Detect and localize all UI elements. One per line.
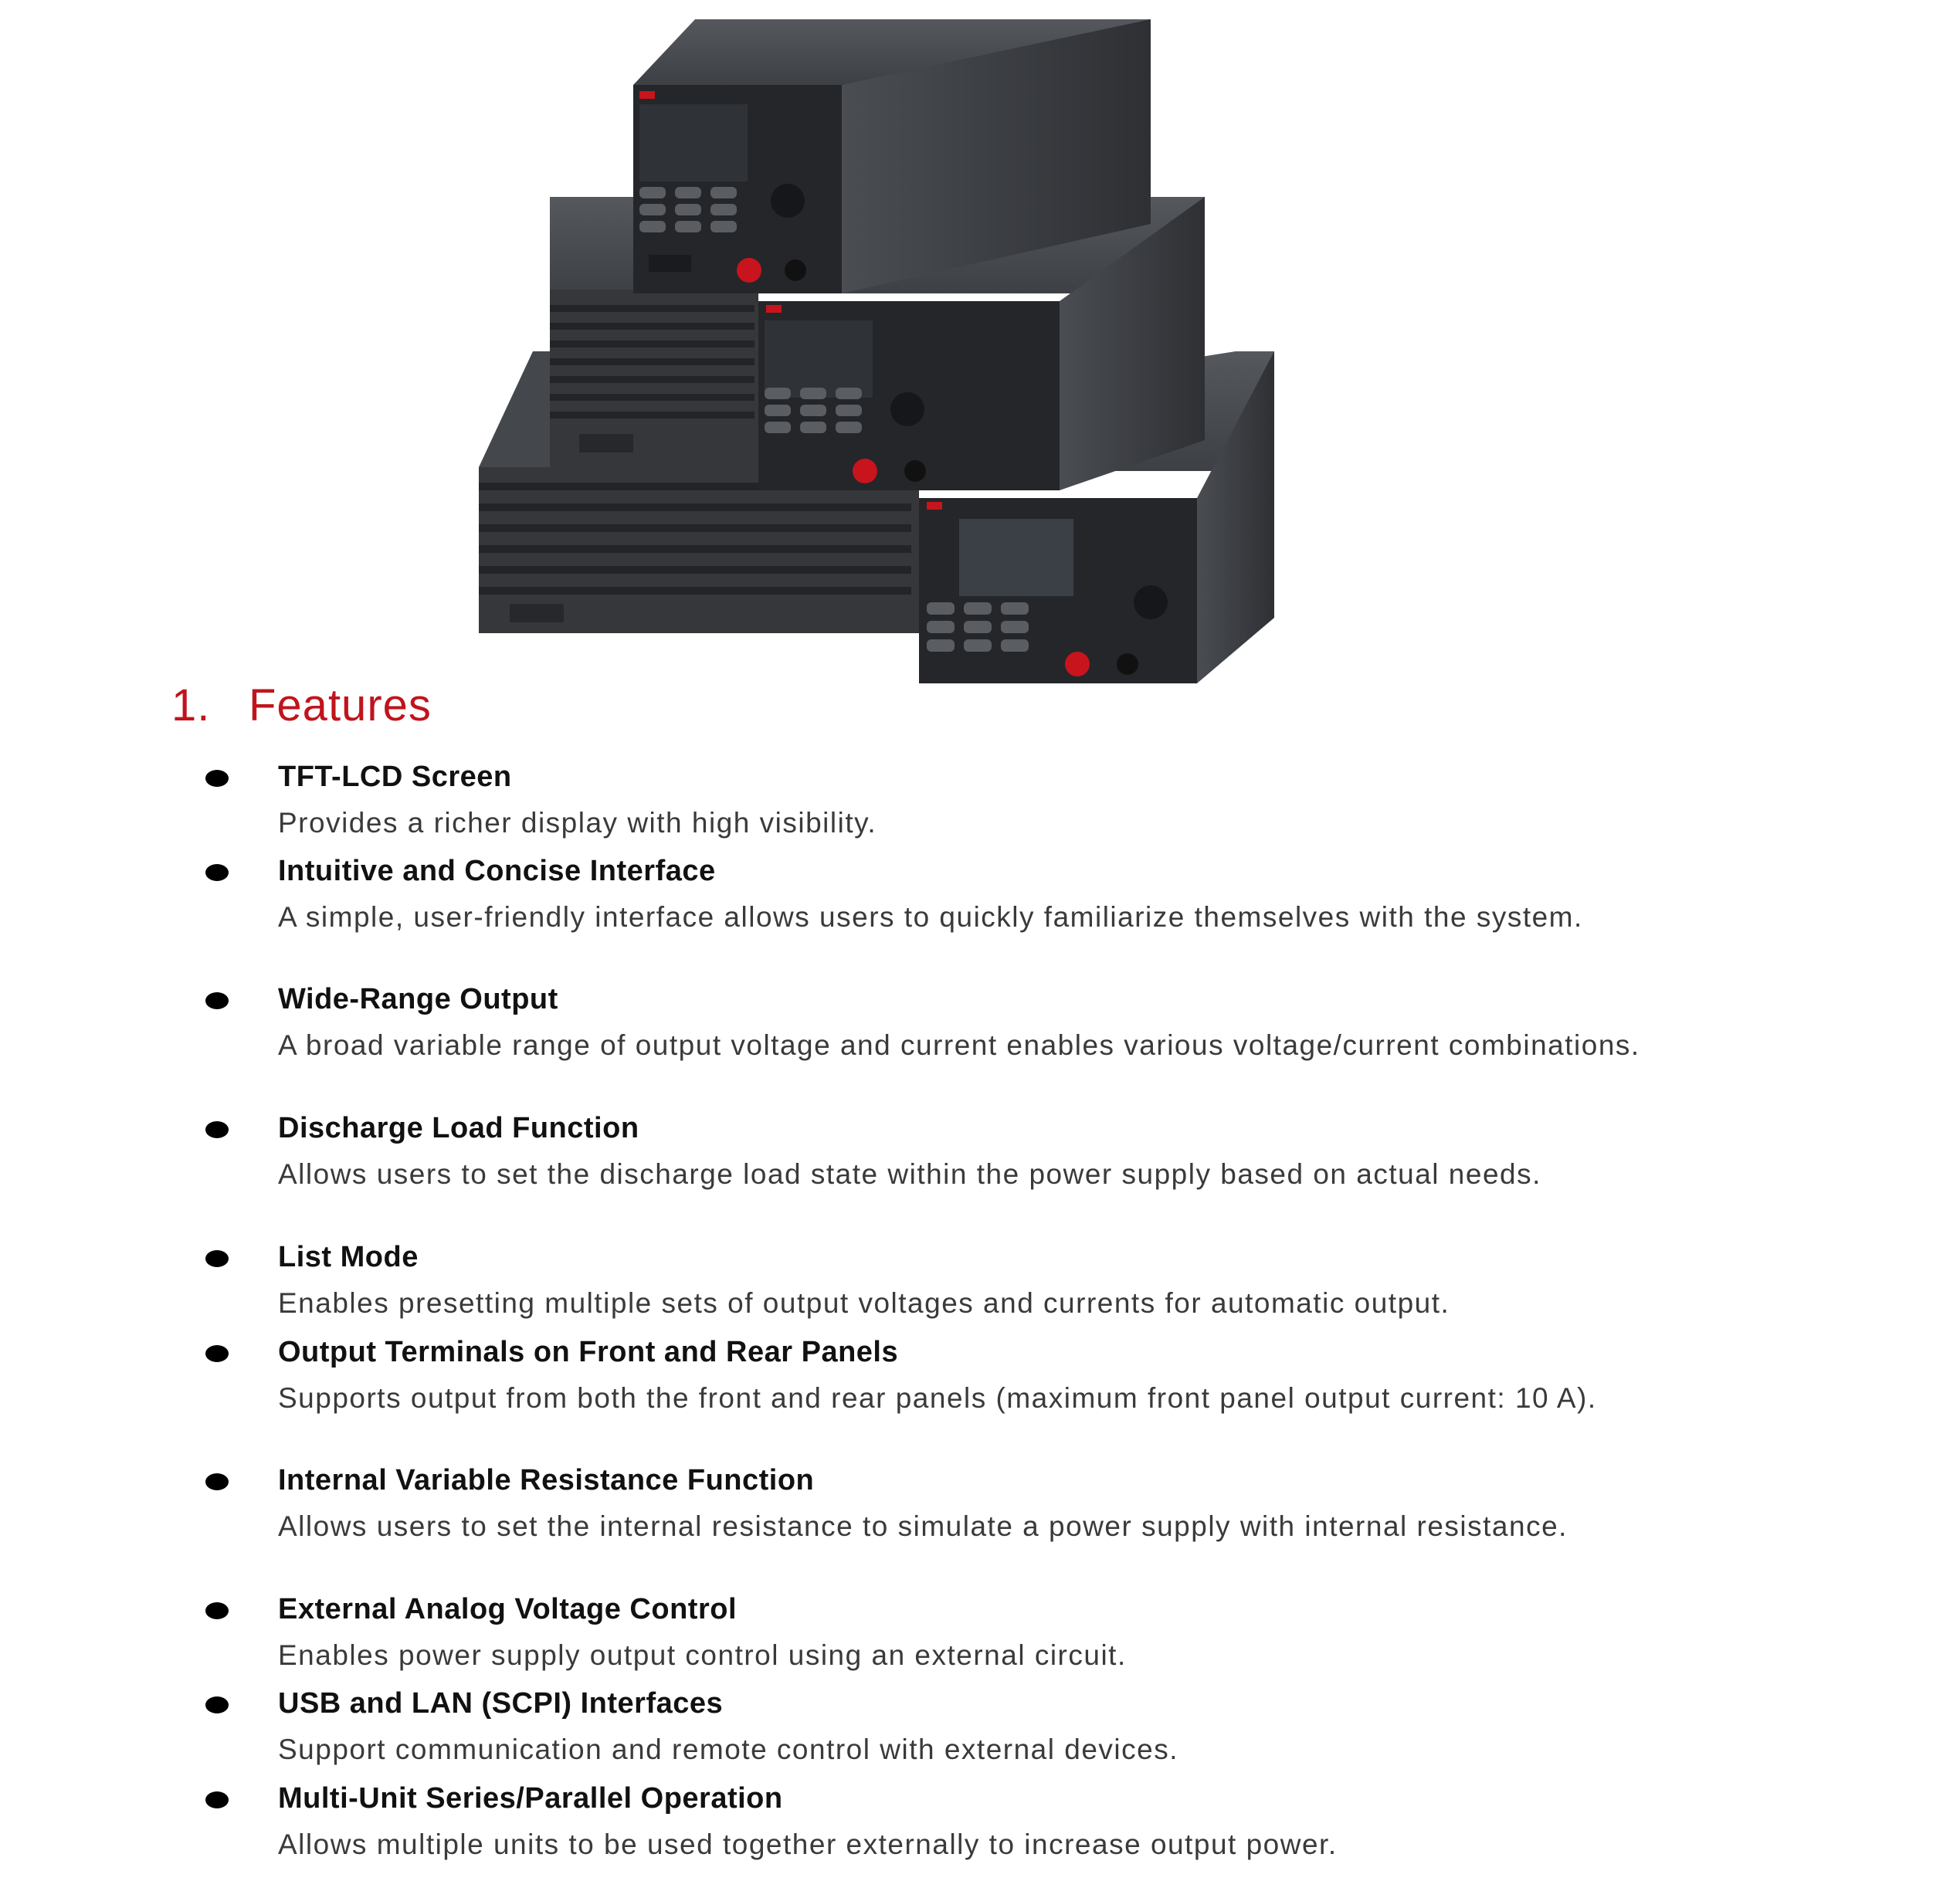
feature-title: Wide-Range Output <box>278 983 558 1015</box>
bullet-icon <box>205 1791 229 1808</box>
feature-title: USB and LAN (SCPI) Interfaces <box>278 1687 724 1720</box>
feature-title: External Analog Voltage Control <box>278 1593 737 1625</box>
bullet-icon <box>205 1250 229 1267</box>
feature-description: Supports output from both the front and … <box>278 1382 1597 1414</box>
feature-title: List Mode <box>278 1241 419 1273</box>
bullet-icon <box>205 864 229 881</box>
section-number: 1. <box>171 680 211 730</box>
feature-title: Output Terminals on Front and Rear Panel… <box>278 1336 899 1368</box>
bullet-icon <box>205 992 229 1009</box>
feature-description: A simple, user-friendly interface allows… <box>278 901 1583 933</box>
section-title: Features <box>249 680 432 730</box>
feature-title: Discharge Load Function <box>278 1112 639 1144</box>
power-supply-small <box>633 19 1151 293</box>
feature-title: Intuitive and Concise Interface <box>278 855 716 887</box>
feature-description: Allows users to set the internal resista… <box>278 1510 1568 1542</box>
feature-description: Allows users to set the discharge load s… <box>278 1158 1541 1190</box>
feature-title: TFT-LCD Screen <box>278 761 512 793</box>
feature-title: Internal Variable Resistance Function <box>278 1464 815 1496</box>
product-image <box>479 19 1274 683</box>
bullet-icon <box>205 770 229 787</box>
section-heading: 1. Features <box>171 680 432 731</box>
bullet-icon <box>205 1602 229 1619</box>
feature-description: Support communication and remote control… <box>278 1734 1178 1765</box>
bullet-icon <box>205 1696 229 1713</box>
feature-description: Provides a richer display with high visi… <box>278 807 877 839</box>
feature-description: Allows multiple units to be used togethe… <box>278 1829 1338 1860</box>
feature-title: Multi-Unit Series/Parallel Operation <box>278 1782 783 1815</box>
feature-description: Enables power supply output control usin… <box>278 1639 1127 1671</box>
feature-description: A broad variable range of output voltage… <box>278 1029 1640 1061</box>
bullet-icon <box>205 1473 229 1490</box>
bullet-icon <box>205 1345 229 1362</box>
bullet-icon <box>205 1121 229 1138</box>
feature-description: Enables presetting multiple sets of outp… <box>278 1287 1450 1319</box>
